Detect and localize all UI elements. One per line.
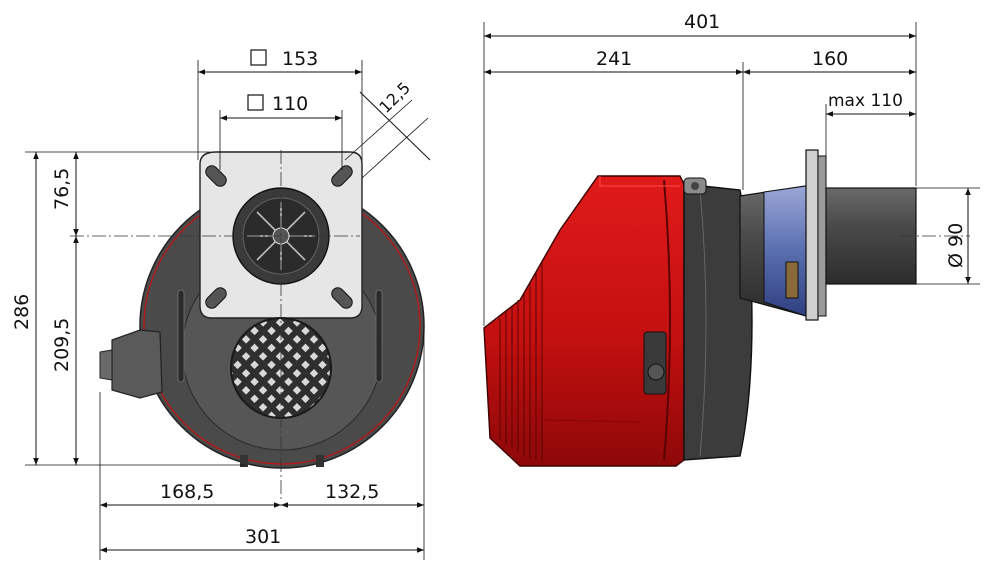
cable-box [111, 329, 163, 399]
dim-width-left: 168,5 [160, 481, 214, 503]
dim-length-body: 241 [596, 48, 632, 70]
square-symbol [247, 94, 264, 111]
dim-height-total: 286 [11, 294, 33, 330]
square-symbol [250, 49, 267, 66]
slot-holes [205, 165, 353, 309]
dim-slot: 12,5 [375, 78, 414, 117]
side-view: 401 241 160 max 110 Ø 90 [483, 11, 980, 467]
dim-height-top: 76,5 [51, 168, 73, 210]
adjust-box [643, 331, 667, 395]
flange-side [805, 149, 819, 321]
dim-length-head: 160 [812, 48, 848, 70]
dim-max-insertion: max 110 [828, 91, 903, 111]
side-housing [483, 175, 685, 467]
dim-flange-outer: 153 [282, 48, 318, 70]
dim-length-total: 401 [684, 11, 720, 33]
dim-flange-inner: 110 [272, 93, 308, 115]
dim-tube-diameter: Ø 90 [945, 223, 967, 268]
dim-height-bottom: 209,5 [51, 318, 73, 372]
dim-width-total: 301 [245, 526, 281, 548]
front-view: 153 110 12,5 286 76,5 209,5 168,5 132,5 … [11, 48, 431, 560]
dim-width-right: 132,5 [325, 481, 379, 503]
